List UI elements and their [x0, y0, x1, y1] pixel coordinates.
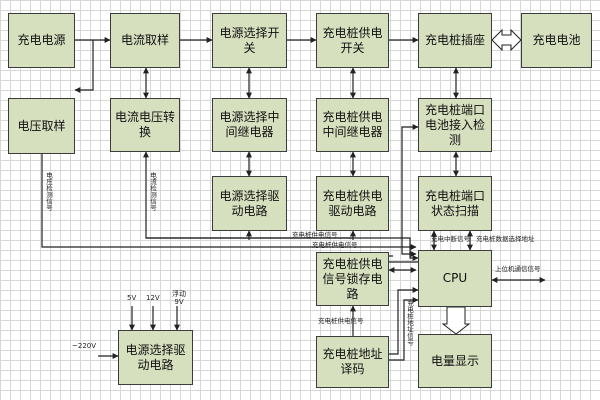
- link-socket-battery: [491, 28, 522, 52]
- label-port-data-signal: 充电桩数据选择地址: [476, 235, 535, 243]
- box-cv-convert: 电流电压转换: [110, 98, 180, 152]
- box-current-sampling: 电流取样: [110, 13, 180, 68]
- box-power-select-relay: 电源选择中间继电器: [212, 98, 287, 152]
- box-power-select-drive-top: 电源选择驱动电路: [212, 176, 287, 231]
- label-220v: ~220V: [72, 342, 97, 350]
- box-pile-socket: 充电桩插座: [418, 13, 492, 68]
- link-cpu-display: [441, 306, 471, 335]
- box-port-battery-detect: 充电桩端口电池接入检测: [418, 98, 492, 152]
- label-12v: 12V: [146, 294, 160, 302]
- label-pile-address-signal: 充电桩供电信号: [318, 317, 364, 325]
- link-decode-cpu: [389, 297, 419, 361]
- label-voltage-signal: 电压检测信号: [44, 172, 53, 211]
- label-float-9v: 浮动9V: [172, 290, 186, 306]
- link-detect-cpu: [401, 124, 419, 257]
- link-current-cpu: [143, 151, 419, 261]
- box-charge-source: 充电电源: [8, 13, 75, 68]
- link-source-voltage: [74, 40, 94, 93]
- box-port-status-scan: 充电桩端口状态扫描: [418, 176, 492, 231]
- box-pile-address-decode: 充电桩地址译码: [316, 336, 389, 388]
- label-5v: 5V: [127, 294, 137, 302]
- box-pile-supply-drive: 充电桩供电驱动电路: [316, 176, 389, 231]
- label-pile-supply-signal-1: 充电桩供电信号: [292, 231, 338, 239]
- label-pile-address-vertical: 充电桩地址信号: [405, 300, 414, 346]
- box-charge-battery: 充电电池: [521, 13, 592, 68]
- label-current-signal: 电流检测信号: [148, 172, 157, 211]
- label-pile-supply-signal-2: 充电桩供电信号: [312, 241, 358, 249]
- box-voltage-sampling: 电压取样: [8, 98, 75, 154]
- box-cpu: CPU: [418, 250, 492, 307]
- box-power-select-switch: 电源选择开关: [212, 13, 287, 68]
- label-host-comm-signal: 上位机通信信号: [495, 265, 541, 273]
- box-pile-supply-relay: 充电桩供电中间继电器: [316, 98, 389, 152]
- box-pile-supply-switch: 充电桩供电开关: [316, 13, 389, 68]
- box-charge-display: 电量显示: [418, 334, 492, 388]
- box-pile-supply-latch: 充电桩供电信号锁存电路: [316, 252, 389, 306]
- label-interrupt-signal: 充电中断信号: [431, 235, 470, 243]
- box-power-select-drive-bottom: 电源选择驱动电路: [118, 330, 193, 385]
